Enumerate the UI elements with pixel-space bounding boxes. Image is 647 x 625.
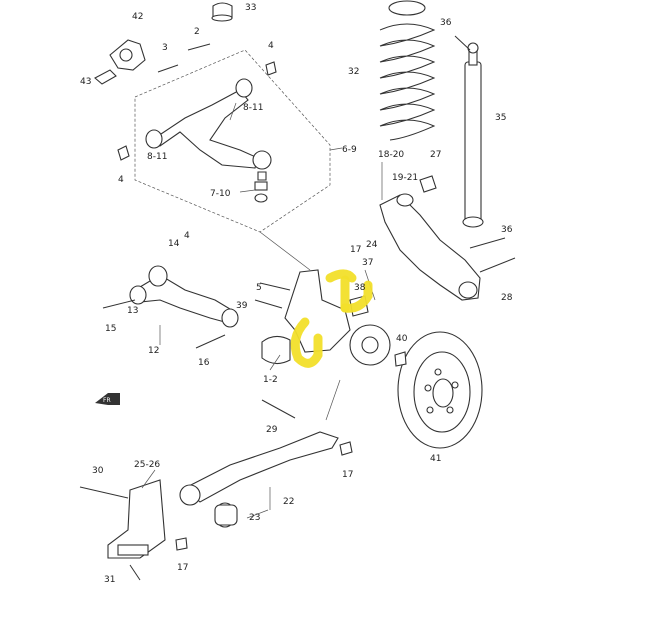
callout: 8-11 — [147, 152, 167, 162]
highlight-lower-loop — [290, 317, 323, 368]
callout: 15 — [105, 324, 116, 334]
callout-labels: 42 33 3 2 4 43 8-11 8-11 4 6-9 7-10 32 3… — [80, 3, 513, 585]
callout: 28 — [501, 293, 513, 303]
callout: 38 — [354, 283, 366, 293]
bolts-lower — [175, 282, 407, 551]
assembly-frame — [134, 49, 331, 233]
callout: 1-2 — [263, 375, 278, 385]
svg-text:FR: FR — [103, 397, 111, 404]
callout: 33 — [245, 3, 256, 13]
callout: 17 — [350, 245, 361, 255]
brake-drum-part — [397, 331, 483, 449]
callout: 4 — [118, 175, 124, 185]
front-arrow-icon: FR — [95, 393, 120, 405]
callout: 36 — [440, 18, 452, 28]
bracket-part — [94, 39, 146, 85]
callout: 42 — [132, 12, 143, 22]
callout: 2 — [194, 27, 200, 37]
callout: 43 — [80, 77, 91, 87]
callout: 4 — [184, 231, 190, 241]
callout: 7-10 — [210, 189, 231, 199]
rear-knuckle-arm-part — [379, 175, 516, 301]
callout: 6-9 — [342, 145, 357, 155]
callout: 37 — [362, 258, 373, 268]
lateral-arm-part — [102, 265, 239, 349]
callout: 16 — [198, 358, 210, 368]
bolts-upper — [117, 43, 277, 181]
trailing-arm-part — [179, 431, 339, 528]
callout: 32 — [348, 67, 359, 77]
callout: 17 — [177, 563, 188, 573]
callout: 12 — [148, 346, 159, 356]
upper-arm-part — [145, 78, 272, 203]
callout: 4 — [268, 41, 274, 51]
shock-absorber-part — [454, 35, 484, 228]
callout: 24 — [366, 240, 378, 250]
callout: 5 — [256, 283, 262, 293]
callout: 30 — [92, 466, 104, 476]
callout: 23 — [249, 513, 260, 523]
callout: 31 — [104, 575, 115, 585]
bump-stop-part — [211, 2, 233, 22]
callout: 40 — [396, 334, 408, 344]
callout: 36 — [501, 225, 513, 235]
highlight-top-arc — [325, 269, 357, 283]
highlight-top-hook — [340, 280, 373, 313]
callout: 19-21 — [392, 173, 418, 183]
callout: 17 — [342, 470, 353, 480]
trailing-bracket-part — [79, 479, 166, 581]
callout: 39 — [236, 301, 248, 311]
highlight-marks — [290, 269, 373, 368]
callout: 41 — [430, 454, 441, 464]
callout: 29 — [266, 425, 278, 435]
callout: 14 — [168, 239, 180, 249]
callout: 13 — [127, 306, 138, 316]
callout: 22 — [283, 497, 294, 507]
coil-spring-part — [379, 0, 436, 141]
callout: 3 — [162, 43, 168, 53]
callout: 18-20 — [378, 150, 404, 160]
leader-lines — [141, 102, 383, 519]
callout: 27 — [430, 150, 441, 160]
callout: 25-26 — [134, 460, 160, 470]
callout: 35 — [495, 113, 506, 123]
callout: 8-11 — [243, 103, 263, 113]
